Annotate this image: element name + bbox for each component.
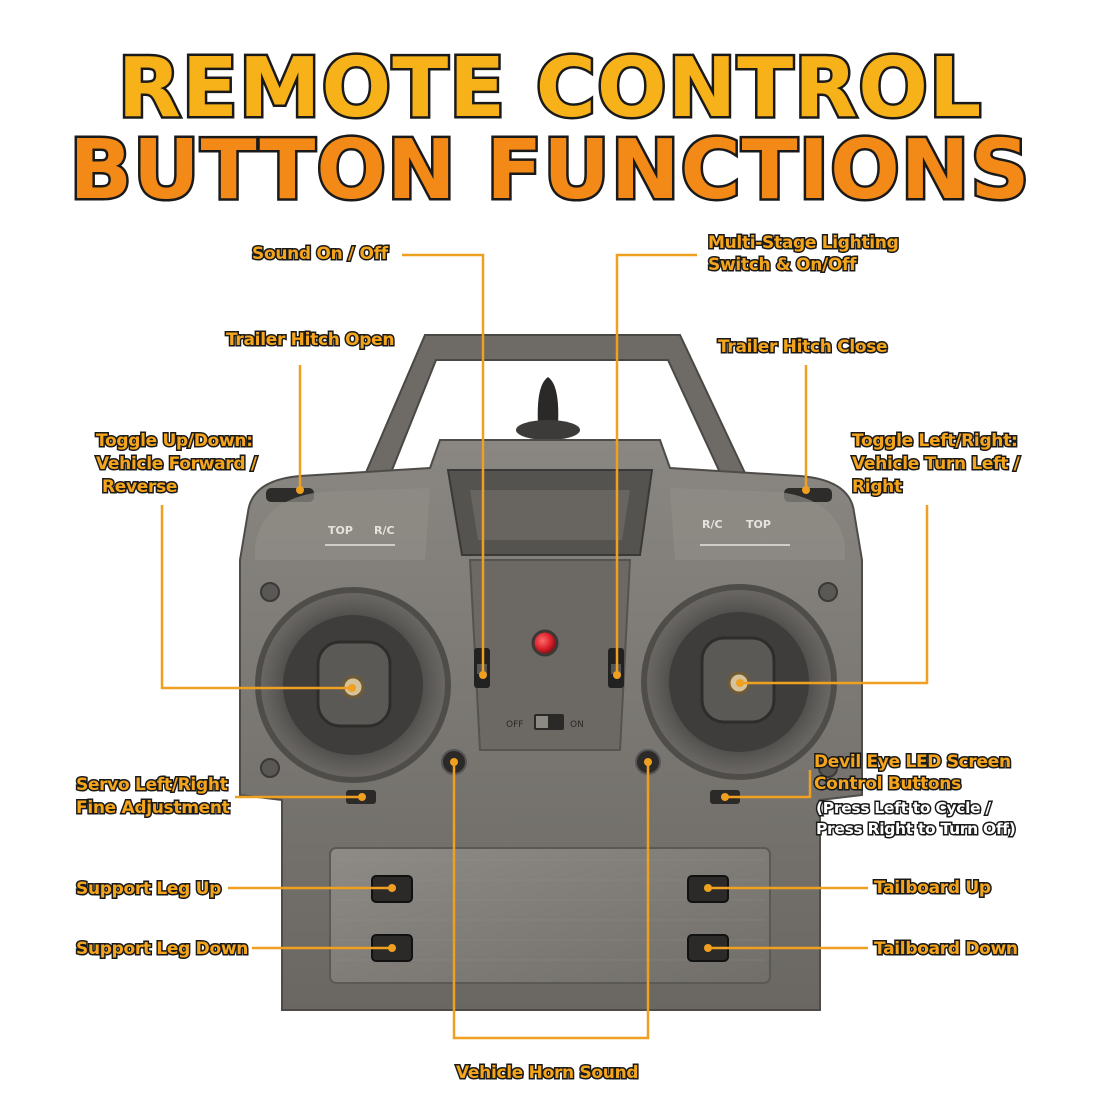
label-devil-eye-note-line1: (Press Left to Cycle / [815,798,993,819]
svg-text:OFF: OFF [506,720,523,730]
label-support-leg-up: Support Leg Up [74,878,222,901]
label-tailboard-up: Tailboard Up [873,877,993,900]
top-mark-left: TOP [328,524,353,537]
power-indicator-led [531,629,559,657]
label-toggle-left-right-line2: Vehicle Turn Left / [851,453,1022,476]
top-mark-right: TOP [746,518,771,531]
label-trailer-hitch-close: Trailer Hitch Close [716,336,889,359]
label-toggle-left-right-line1: Toggle Left/Right: [850,430,1019,453]
power-slide-switch: OFF ON [506,714,584,730]
label-vehicle-horn-sound: Vehicle Horn Sound [454,1062,640,1085]
label-lighting-line1: Multi-Stage Lighting [706,232,900,255]
label-servo-line2: Fine Adjustment [74,797,231,820]
label-devil-eye-line2: Control Buttons [813,773,963,796]
label-trailer-hitch-open: Trailer Hitch Open [224,329,396,352]
title-line-2: BUTTON FUNCTIONS [67,123,1032,218]
label-toggle-up-down-line3: Reverse [100,476,178,499]
label-toggle-up-down-line1: Toggle Up/Down: [95,430,255,453]
leader-lines [160,253,929,1040]
label-devil-eye-note-line2: Press Right to Turn Off) [815,819,1018,840]
label-toggle-up-down-line2: Vehicle Forward / [95,453,259,476]
svg-text:ON: ON [570,720,584,730]
title-line-1: REMOTE CONTROL [115,41,984,136]
label-servo-line1: Servo Left/Right [74,774,229,797]
lower-button-panel [329,847,771,984]
label-devil-eye-line1: Devil Eye LED Screen [813,751,1013,774]
rc-mark-right: R/C [702,518,723,531]
label-sound-on-off: Sound On / Off [251,243,390,266]
label-support-leg-down: Support Leg Down [74,938,249,961]
label-tailboard-down: Tailboard Down [873,938,1020,961]
label-lighting-line2: Switch & On/Off [706,254,858,277]
rc-mark-left: R/C [374,524,395,537]
label-toggle-left-right-line3: Right [851,476,904,499]
antenna [516,377,580,440]
